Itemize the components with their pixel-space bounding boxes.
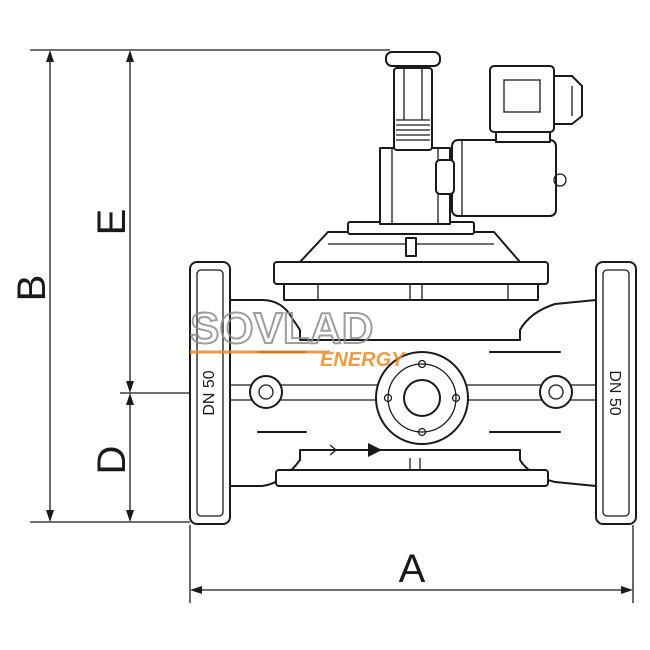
dimension-d-arrow-bottom	[126, 510, 134, 522]
center-port-ring	[387, 363, 457, 433]
dimension-b-label: B	[10, 275, 54, 302]
right-flange-marking: DN 50	[606, 370, 623, 415]
dimension-d-arrow-top	[126, 393, 134, 405]
coil-housing	[451, 139, 557, 217]
port-bolt-left	[383, 393, 393, 403]
left-flange-marking: DN 50	[201, 370, 218, 415]
connector-plug	[489, 65, 555, 133]
dimension-e-arrow-top	[126, 50, 134, 62]
cover-bolt	[405, 237, 417, 257]
dimension-a-label: A	[399, 547, 426, 591]
flow-direction-arrow	[327, 443, 382, 457]
dimension-e-label: E	[90, 209, 134, 236]
cable-gland	[553, 75, 583, 125]
dimension-b-arrow-top	[46, 50, 54, 62]
coil-screw	[553, 173, 567, 187]
left-flange-inner	[196, 269, 224, 517]
coil-nut	[435, 159, 455, 195]
center-port-hole	[403, 379, 441, 417]
dimension-a-arrow-left	[190, 586, 202, 594]
connector-window	[503, 79, 541, 113]
right-flange-inner	[602, 269, 630, 517]
port-bolt-right	[451, 393, 461, 403]
connector-base	[495, 131, 551, 143]
body-upper-band	[283, 283, 539, 301]
manual-stem	[393, 67, 433, 151]
dimension-d-label: D	[90, 446, 134, 475]
valve-body	[189, 261, 637, 525]
left-boss-hole	[258, 384, 274, 400]
stem-thread	[396, 119, 430, 141]
body-top-rim	[273, 261, 549, 285]
right-boss-hole	[548, 384, 564, 400]
solenoid-actuator	[379, 51, 583, 225]
dimension-e-arrow-bottom	[126, 381, 134, 393]
watermark-sub-text: ENERGY	[320, 349, 406, 371]
body-lower-band	[275, 469, 549, 487]
dimension-a-arrow-right	[621, 586, 633, 594]
dimension-b-arrow-bottom	[46, 510, 54, 522]
port-bolt-top	[417, 359, 427, 369]
dimension-lines	[30, 49, 634, 603]
manual-button-cap	[385, 51, 441, 67]
left-boss	[249, 375, 283, 409]
right-boss	[539, 375, 573, 409]
watermark-brand-text: SOVLAD	[190, 304, 373, 353]
port-bolt-bottom	[417, 427, 427, 437]
bonnet	[299, 221, 521, 263]
brand-watermark: SOVLAD ENERGY	[189, 303, 406, 371]
